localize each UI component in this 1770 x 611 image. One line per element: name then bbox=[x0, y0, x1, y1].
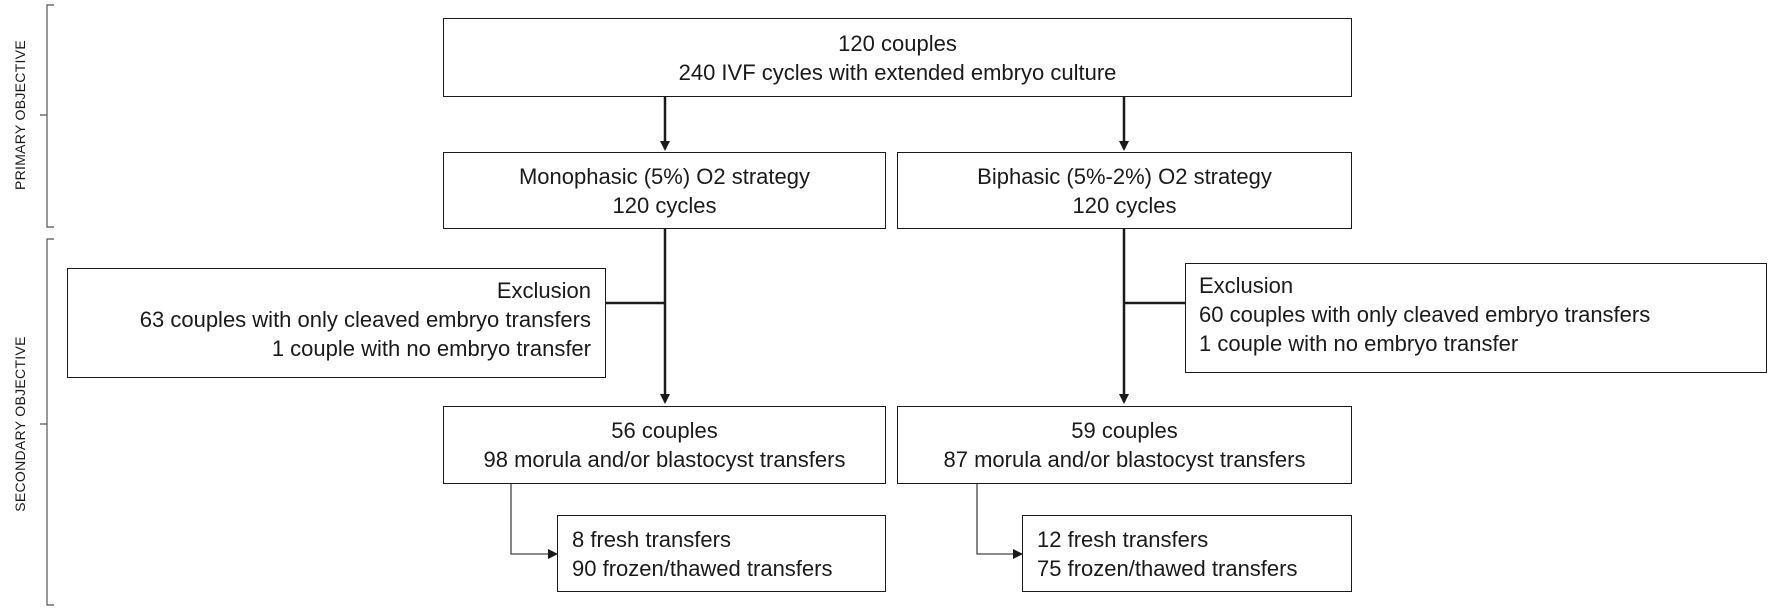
monophasic-result-transfers: 98 morula and/or blastocyst transfers bbox=[483, 447, 846, 472]
biphasic-box: Biphasic (5%-2%) O2 strategy 120 cycles bbox=[897, 152, 1352, 229]
monophasic-split-box: 8 fresh transfers 90 frozen/thawed trans… bbox=[557, 515, 886, 592]
biphasic-result-box: 59 couples 87 morula and/or blastocyst t… bbox=[897, 406, 1352, 484]
secondary-objective-label: SECONDARY OBJECTIVE bbox=[12, 336, 28, 512]
exclusion-right-cleaved: 60 couples with only cleaved embryo tran… bbox=[1199, 302, 1651, 327]
monophasic-fresh: 8 fresh transfers bbox=[572, 527, 731, 552]
biphasic-frozen: 75 frozen/thawed transfers bbox=[1037, 556, 1298, 581]
primary-bracket bbox=[40, 4, 54, 228]
arrow-mono-result-to-split bbox=[510, 484, 558, 559]
exclusion-right-no-transfer: 1 couple with no embryo transfer bbox=[1199, 331, 1519, 356]
monophasic-cycles: 120 cycles bbox=[612, 193, 717, 218]
monophasic-result-couples: 56 couples bbox=[611, 418, 718, 443]
monophasic-result-box: 56 couples 98 morula and/or blastocyst t… bbox=[443, 406, 886, 484]
biphasic-cycles: 120 cycles bbox=[1072, 193, 1177, 218]
secondary-bracket bbox=[40, 238, 54, 606]
monophasic-frozen: 90 frozen/thawed transfers bbox=[572, 556, 833, 581]
biphasic-result-transfers: 87 morula and/or blastocyst transfers bbox=[943, 447, 1306, 472]
exclusion-left-title: Exclusion bbox=[496, 278, 591, 303]
exclusion-left-box: Exclusion 63 couples with only cleaved e… bbox=[67, 268, 606, 378]
top-box-line2: 240 IVF cycles with extended embryo cult… bbox=[678, 60, 1117, 85]
primary-objective-label: PRIMARY OBJECTIVE bbox=[12, 39, 28, 191]
arrow-bi-result-to-split bbox=[976, 484, 1023, 559]
monophasic-title: Monophasic (5%) O2 strategy bbox=[518, 164, 811, 189]
biphasic-title: Biphasic (5%-2%) O2 strategy bbox=[977, 164, 1272, 189]
biphasic-fresh: 12 fresh transfers bbox=[1037, 527, 1209, 552]
monophasic-box: Monophasic (5%) O2 strategy 120 cycles bbox=[443, 152, 886, 229]
top-box: 120 couples 240 IVF cycles with extended… bbox=[443, 18, 1352, 97]
exclusion-left-no-transfer: 1 couple with no embryo transfer bbox=[271, 336, 591, 361]
exclusion-right-box: Exclusion 60 couples with only cleaved e… bbox=[1185, 263, 1767, 373]
biphasic-split-box: 12 fresh transfers 75 frozen/thawed tran… bbox=[1022, 515, 1352, 592]
exclusion-left-cleaved: 63 couples with only cleaved embryo tran… bbox=[139, 307, 591, 332]
top-box-line1: 120 couples bbox=[838, 31, 957, 56]
biphasic-result-couples: 59 couples bbox=[1071, 418, 1178, 443]
exclusion-right-title: Exclusion bbox=[1199, 273, 1294, 298]
